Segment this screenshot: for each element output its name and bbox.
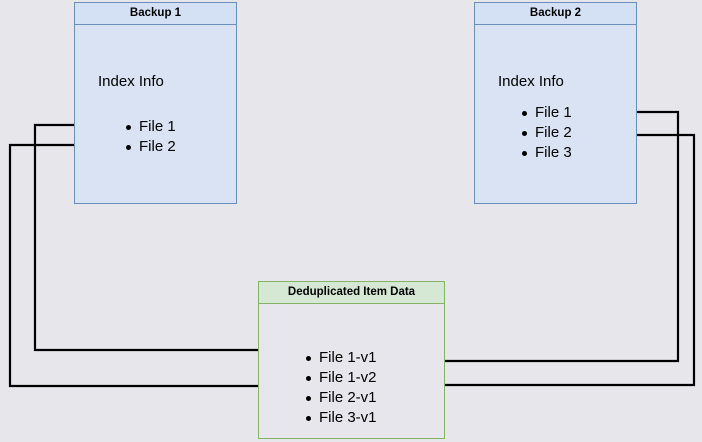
backup2-file-list: File 1 File 2 File 3 — [519, 103, 572, 163]
backup2-index-info-label: Index Info — [498, 73, 564, 90]
dedup-node[interactable]: Deduplicated Item Data File 1-v1 File 1-… — [258, 281, 445, 439]
dedup-file-list: File 1-v1 File 1-v2 File 2-v1 File 3-v1 — [303, 348, 377, 428]
backup1-file-list: File 1 File 2 — [123, 117, 176, 157]
backup1-body: Index Info File 1 File 2 — [75, 25, 236, 203]
list-item: File 1 — [123, 117, 176, 137]
list-item: File 3-v1 — [303, 408, 377, 428]
list-item: File 2 — [519, 123, 572, 143]
backup1-node[interactable]: Backup 1 Index Info File 1 File 2 — [74, 2, 237, 204]
list-item: File 3 — [519, 143, 572, 163]
backup2-body: Index Info File 1 File 2 File 3 — [475, 25, 636, 203]
dedup-header: Deduplicated Item Data — [259, 282, 444, 304]
backup2-header: Backup 2 — [475, 3, 636, 25]
backup1-index-info-label: Index Info — [98, 73, 164, 90]
backup2-node[interactable]: Backup 2 Index Info File 1 File 2 File 3 — [474, 2, 637, 204]
backup1-header: Backup 1 — [75, 3, 236, 25]
list-item: File 2 — [123, 137, 176, 157]
list-item: File 1-v1 — [303, 348, 377, 368]
list-item: File 1-v2 — [303, 368, 377, 388]
list-item: File 1 — [519, 103, 572, 123]
dedup-body: File 1-v1 File 1-v2 File 2-v1 File 3-v1 — [259, 304, 444, 438]
list-item: File 2-v1 — [303, 388, 377, 408]
